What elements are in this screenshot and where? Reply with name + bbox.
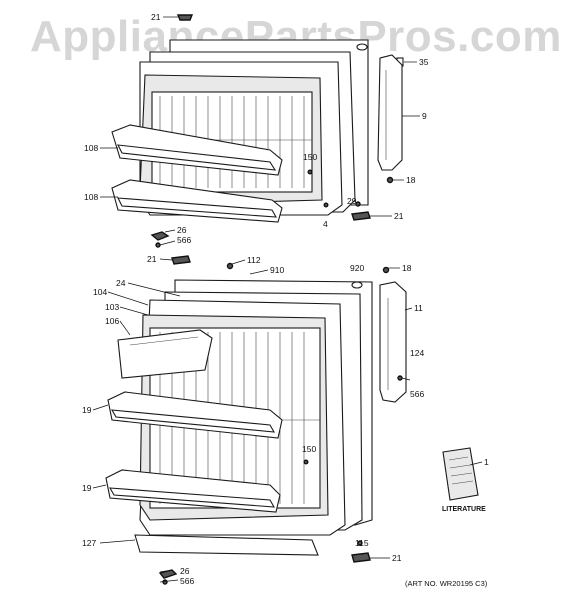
callout-566-upper: 566	[177, 235, 191, 245]
callout-21-bottom: 21	[392, 553, 402, 563]
callout-21-mid: 21	[394, 211, 404, 221]
callout-19-lower: 19	[82, 483, 92, 493]
callout-21-top: 21	[151, 12, 161, 22]
callout-21-lower: 21	[147, 254, 157, 264]
callout-910: 910	[270, 265, 284, 275]
callout-108-lower: 108	[84, 192, 98, 202]
callout-127: 127	[82, 538, 96, 548]
callout-108-upper: 108	[84, 143, 98, 153]
callout-115: 115	[355, 538, 369, 548]
art-number: (ART NO. WR20195 C3)	[405, 579, 488, 588]
callout-11: 11	[414, 303, 423, 313]
callout-920: 920	[350, 263, 364, 273]
callout-106: 106	[105, 316, 119, 326]
callout-35: 35	[419, 57, 429, 67]
callout-124: 124	[410, 348, 424, 358]
freezer-door-assembly	[111, 14, 404, 248]
callout-labels: 21 35 9 108 150 18 108 29 21 4 26 566 21…	[82, 12, 489, 588]
leader-lines	[92, 16, 483, 583]
callout-4: 4	[323, 219, 328, 229]
callout-150-upper: 150	[303, 152, 317, 162]
callout-19-upper: 19	[82, 405, 92, 415]
callout-112: 112	[247, 255, 261, 265]
callout-26-upper: 26	[177, 225, 187, 235]
callout-18-lower: 18	[402, 263, 412, 273]
callout-26-lower: 26	[180, 566, 190, 576]
callout-104: 104	[93, 287, 107, 297]
callout-9: 9	[422, 111, 427, 121]
callout-566-lower: 566	[180, 576, 194, 586]
callout-29: 29	[347, 196, 357, 206]
callout-18-upper: 18	[406, 175, 416, 185]
callout-150-lower: 150	[302, 444, 316, 454]
callout-24: 24	[116, 278, 126, 288]
callout-566-mid: 566	[410, 389, 424, 399]
literature-label: LITERATURE	[442, 506, 486, 513]
callout-1: 1	[484, 457, 489, 467]
literature-booklet	[442, 447, 479, 501]
callout-103: 103	[105, 302, 119, 312]
fresh-food-door-assembly	[105, 255, 407, 585]
